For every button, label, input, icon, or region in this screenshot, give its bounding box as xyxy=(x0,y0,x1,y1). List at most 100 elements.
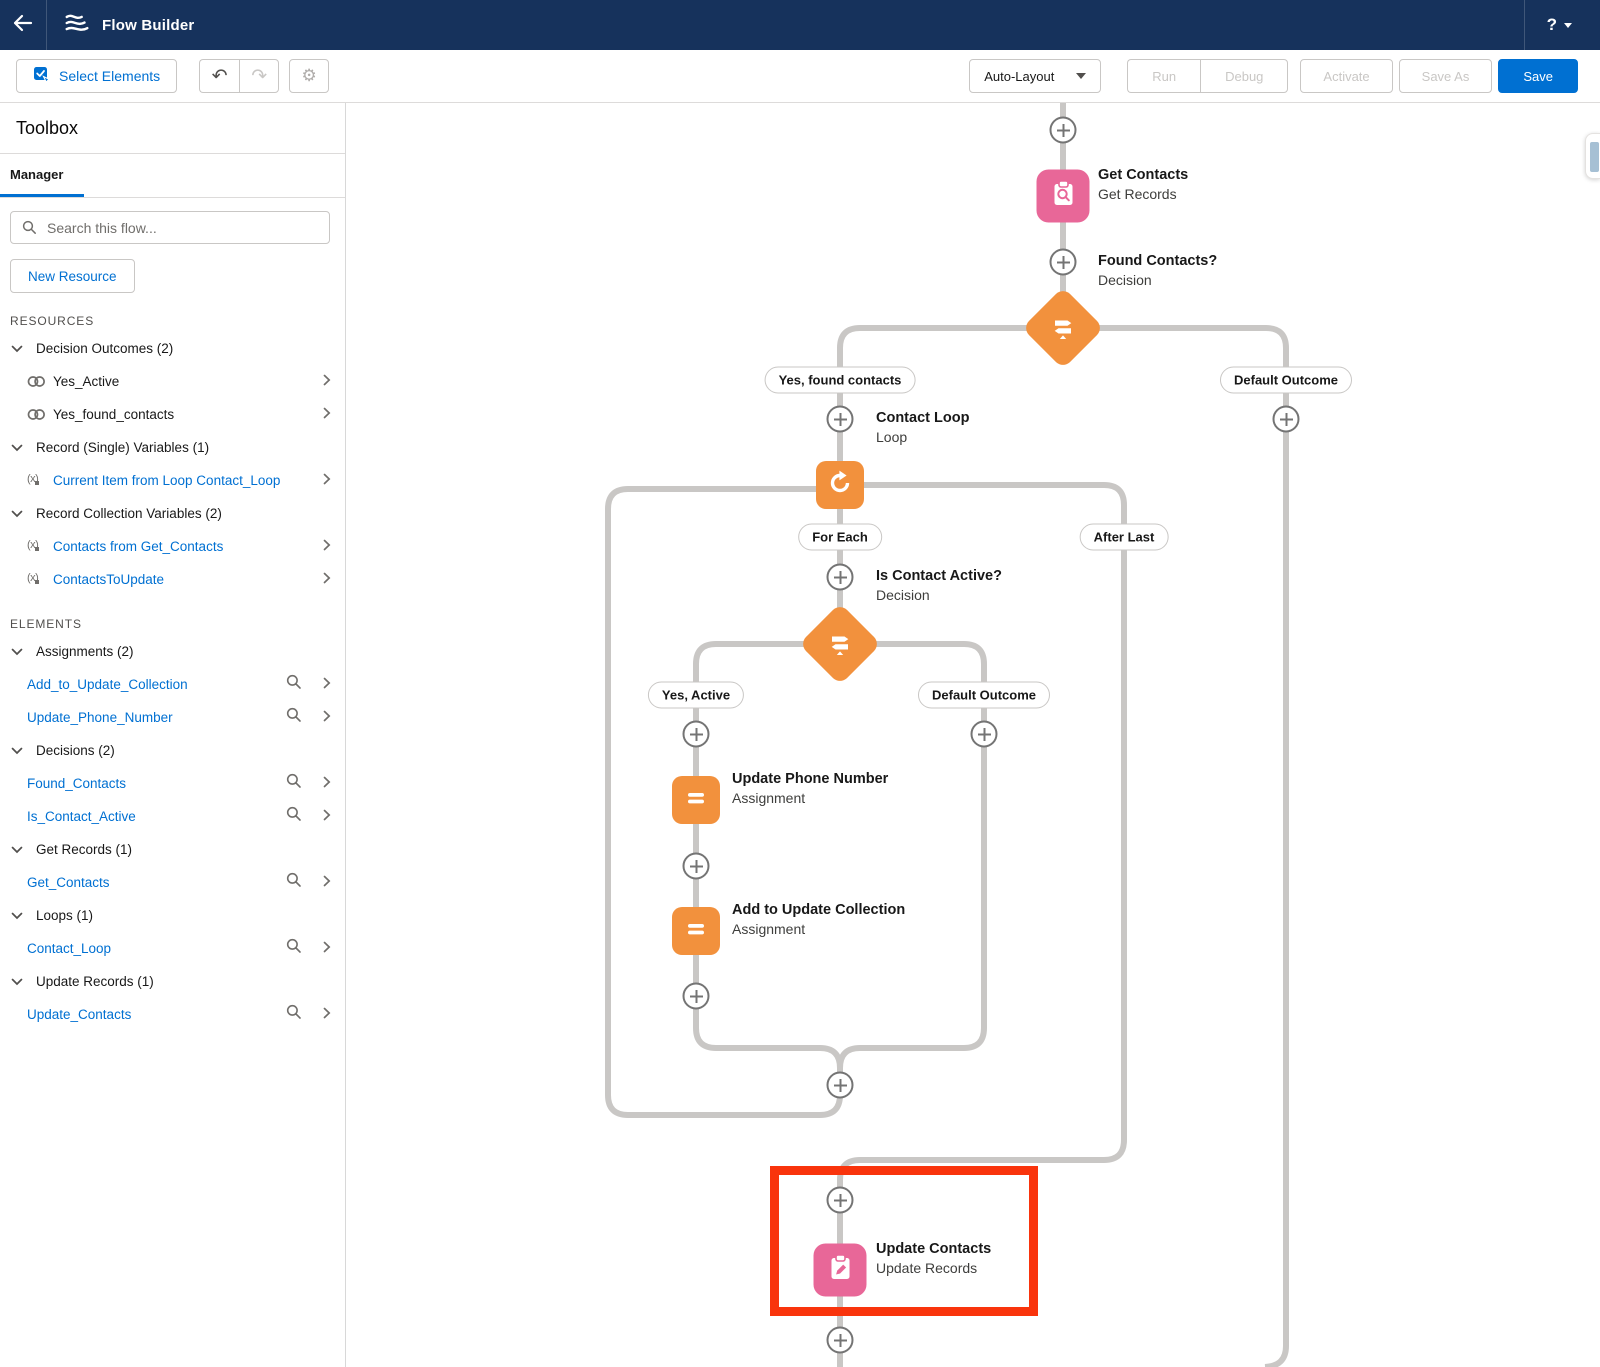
element-item[interactable]: Contact_Loop xyxy=(0,932,345,965)
node-is-contact-active[interactable] xyxy=(798,602,882,686)
node-get-contacts[interactable] xyxy=(1036,169,1090,223)
magnifier-icon[interactable] xyxy=(286,1004,302,1025)
chevron-right-icon[interactable] xyxy=(323,538,331,556)
add-element-button[interactable] xyxy=(826,563,854,591)
help-menu-button[interactable]: ? xyxy=(1523,0,1572,50)
element-group-decisions[interactable]: Decisions (2) xyxy=(0,734,345,767)
node-contact-loop[interactable] xyxy=(816,461,864,509)
branch-label-after-last[interactable]: After Last xyxy=(1079,523,1169,551)
decision-icon xyxy=(811,615,869,673)
add-element-button[interactable] xyxy=(682,982,710,1010)
toolbox-tabs: Manager xyxy=(0,154,345,198)
add-element-button[interactable] xyxy=(826,405,854,433)
run-button[interactable]: Run xyxy=(1127,59,1201,93)
chevron-right-icon[interactable] xyxy=(323,472,331,490)
undo-button[interactable]: ↶ xyxy=(199,59,240,93)
add-element-button[interactable] xyxy=(1272,405,1300,433)
chevron-right-icon[interactable] xyxy=(323,571,331,589)
chevron-down-icon xyxy=(11,973,23,991)
chevron-right-icon[interactable] xyxy=(323,874,331,892)
magnifier-icon[interactable] xyxy=(286,872,302,893)
resource-group-record-collection-variables[interactable]: Record Collection Variables (2) xyxy=(0,497,345,530)
run-debug-group: Run Debug xyxy=(1127,59,1289,93)
loop-icon xyxy=(826,469,854,502)
resource-item[interactable]: Yes_found_contacts xyxy=(0,398,345,431)
element-item[interactable]: Update_Phone_Number xyxy=(0,701,345,734)
node-update-phone-number[interactable] xyxy=(672,776,720,824)
chevron-down-icon xyxy=(11,505,23,523)
chevron-right-icon[interactable] xyxy=(323,808,331,826)
resource-item[interactable]: (x) ContactsToUpdate xyxy=(0,563,345,596)
flow-canvas[interactable]: Yes, found contacts Default Outcome For … xyxy=(347,103,1600,1367)
resource-group-record-single-variables[interactable]: Record (Single) Variables (1) xyxy=(0,431,345,464)
magnifier-icon[interactable] xyxy=(286,707,302,728)
flow-settings-button[interactable]: ⚙ xyxy=(289,59,330,93)
add-element-button[interactable] xyxy=(682,852,710,880)
magnifier-icon[interactable] xyxy=(286,938,302,959)
element-group-loops[interactable]: Loops (1) xyxy=(0,899,345,932)
back-button[interactable] xyxy=(0,0,47,50)
node-label-found-contacts: Found Contacts? Decision xyxy=(1098,253,1218,288)
select-elements-button[interactable]: Select Elements xyxy=(16,59,178,93)
get-records-icon xyxy=(1048,179,1078,214)
add-element-button[interactable] xyxy=(826,1326,854,1354)
element-item[interactable]: Found_Contacts xyxy=(0,767,345,800)
new-resource-button[interactable]: New Resource xyxy=(10,259,135,293)
resource-item[interactable]: Yes_Active xyxy=(0,365,345,398)
element-group-get-records[interactable]: Get Records (1) xyxy=(0,833,345,866)
element-item[interactable]: Get_Contacts xyxy=(0,866,345,899)
element-item[interactable]: Add_to_Update_Collection xyxy=(0,668,345,701)
search-input[interactable] xyxy=(10,211,330,244)
save-button[interactable]: Save xyxy=(1498,59,1578,93)
tab-manager[interactable]: Manager xyxy=(10,167,64,182)
undo-redo-group: ↶ ↷ xyxy=(199,59,280,93)
element-item[interactable]: Is_Contact_Active xyxy=(0,800,345,833)
element-item[interactable]: Update_Contacts xyxy=(0,998,345,1031)
add-element-button[interactable] xyxy=(826,1186,854,1214)
branch-label-default-outcome[interactable]: Default Outcome xyxy=(917,681,1051,709)
node-update-contacts[interactable] xyxy=(813,1243,867,1297)
redo-button[interactable]: ↷ xyxy=(239,59,280,93)
add-element-button[interactable] xyxy=(1049,116,1077,144)
decision-icon xyxy=(1034,299,1092,357)
add-element-button[interactable] xyxy=(826,1071,854,1099)
debug-button[interactable]: Debug xyxy=(1200,59,1289,93)
node-found-contacts[interactable] xyxy=(1021,286,1105,370)
node-label-contact-loop: Contact Loop Loop xyxy=(876,410,970,445)
chevron-down-icon xyxy=(11,742,23,760)
chevron-right-icon[interactable] xyxy=(323,1006,331,1024)
magnifier-icon[interactable] xyxy=(286,806,302,827)
chevron-right-icon[interactable] xyxy=(323,373,331,391)
resources-section-label: RESOURCES xyxy=(10,314,95,328)
add-element-button[interactable] xyxy=(1049,248,1077,276)
select-elements-icon xyxy=(33,66,50,86)
auto-layout-dropdown[interactable]: Auto-Layout xyxy=(969,59,1102,93)
chevron-right-icon[interactable] xyxy=(323,940,331,958)
branch-label-yes-found-contacts[interactable]: Yes, found contacts xyxy=(764,366,916,394)
branch-label-for-each[interactable]: For Each xyxy=(798,523,882,551)
branch-label-yes-active[interactable]: Yes, Active xyxy=(647,681,745,709)
element-group-update-records[interactable]: Update Records (1) xyxy=(0,965,345,998)
chevron-down-icon xyxy=(11,340,23,358)
update-records-icon xyxy=(825,1253,855,1288)
add-element-button[interactable] xyxy=(682,720,710,748)
magnifier-icon[interactable] xyxy=(286,773,302,794)
add-element-button[interactable] xyxy=(970,720,998,748)
chevron-right-icon[interactable] xyxy=(323,775,331,793)
chevron-right-icon[interactable] xyxy=(323,406,331,424)
branch-label-default-outcome[interactable]: Default Outcome xyxy=(1219,366,1353,394)
magnifier-icon[interactable] xyxy=(286,674,302,695)
search-icon xyxy=(22,220,37,240)
activate-button[interactable]: Activate xyxy=(1300,59,1393,93)
resource-group-decision-outcomes[interactable]: Decision Outcomes (2) xyxy=(0,332,345,365)
chevron-right-icon[interactable] xyxy=(323,676,331,694)
node-add-to-update-collection[interactable] xyxy=(672,907,720,955)
canvas-side-widget[interactable] xyxy=(1585,133,1600,179)
element-group-assignments[interactable]: Assignments (2) xyxy=(0,635,345,668)
save-as-button[interactable]: Save As xyxy=(1398,59,1493,93)
variable-icon: (x) xyxy=(27,472,39,485)
chevron-right-icon[interactable] xyxy=(323,709,331,727)
resource-item[interactable]: (x) Current Item from Loop Contact_Loop xyxy=(0,464,345,497)
chevron-down-icon xyxy=(11,643,23,661)
resource-item[interactable]: (x) Contacts from Get_Contacts xyxy=(0,530,345,563)
